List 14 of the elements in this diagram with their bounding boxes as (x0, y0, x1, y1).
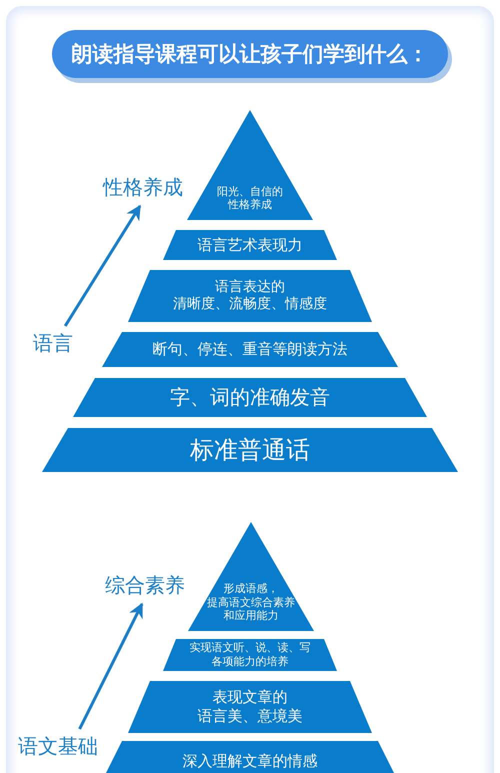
pyramid-tier: 形成语感，提高语文综合素养和应用能力 (188, 522, 314, 631)
pyramid-tier: 实现语文听、说、读、写各项能力的培养 (163, 639, 337, 671)
pyramid-tier: 断句、停连、重音等朗读方法 (102, 332, 398, 367)
pyramid-tier: 语言表达的清晰度、流畅度、情感度 (128, 270, 372, 322)
pyramid-tier: 阳光、自信的性格养成 (187, 110, 313, 220)
title-banner: 朗读指导课程可以让孩子们学到什么： (52, 30, 448, 78)
arrow (78, 602, 144, 730)
side-label: 语文基础 (18, 733, 106, 759)
pyramid-tier: 表现文章的语言美、意境美 (128, 681, 372, 733)
pyramid-tier: 标准普通话 (42, 428, 458, 472)
pyramid-tier: 语言艺术表现力 (163, 230, 337, 260)
side-label: 语言 (33, 330, 79, 356)
arrow (64, 204, 142, 327)
pyramid-tier: 字、词的准确发音 (73, 378, 427, 417)
